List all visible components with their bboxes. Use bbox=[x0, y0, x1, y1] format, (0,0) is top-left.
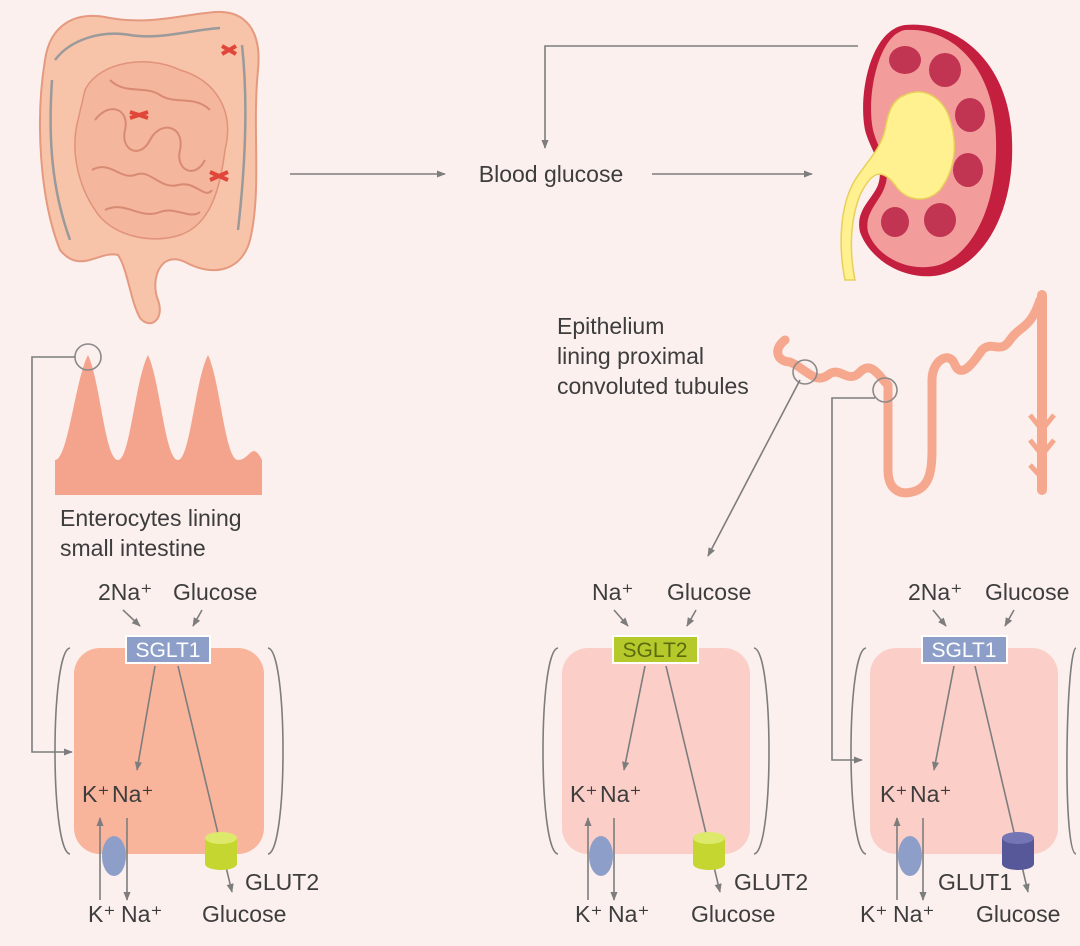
sglt1-transporter bbox=[125, 635, 211, 664]
intestine-caption-line1: Enterocytes lining bbox=[60, 505, 242, 531]
input-glucose: Glucose bbox=[985, 579, 1069, 605]
pump-k-bottom: K⁺ bbox=[860, 901, 887, 927]
output-glucose: Glucose bbox=[202, 901, 286, 927]
cell-body bbox=[562, 648, 750, 854]
kidney-caption-line1: Epithelium bbox=[557, 313, 664, 339]
input-sodium: 2Na⁺ bbox=[908, 579, 962, 605]
na-k-pump bbox=[102, 836, 126, 876]
arrow-villus-to-cell1 bbox=[31, 356, 75, 756]
transporter-label: SGLT1 bbox=[932, 639, 997, 662]
output-glucose: Glucose bbox=[691, 901, 775, 927]
sglt2-transporter bbox=[612, 635, 699, 664]
cell-body bbox=[74, 648, 264, 854]
exit-transporter-label: GLUT2 bbox=[245, 869, 319, 895]
output-glucose: Glucose bbox=[976, 901, 1060, 927]
pump-na-bottom: Na⁺ bbox=[121, 901, 163, 927]
arrow-kidney-to-blood bbox=[541, 45, 858, 149]
exit-transporter-label: GLUT2 bbox=[734, 869, 808, 895]
cell-proximal-tubule-sglt2: Na⁺ Glucose SGLT2 K⁺ Na⁺ GLUT2 K⁺ Na⁺ Gl… bbox=[542, 579, 808, 927]
transporter-label: SGLT1 bbox=[136, 639, 201, 662]
transporter-label: SGLT2 bbox=[623, 639, 688, 662]
pump-k-top: K⁺ bbox=[880, 781, 907, 807]
glut1-transporter bbox=[1002, 838, 1034, 870]
sglt1-transporter bbox=[921, 635, 1008, 664]
na-k-pump bbox=[589, 836, 613, 876]
pump-na-top: Na⁺ bbox=[600, 781, 642, 807]
glut2-transporter bbox=[205, 838, 237, 870]
pump-na-bottom: Na⁺ bbox=[608, 901, 650, 927]
glut2-transporter bbox=[693, 838, 725, 870]
intestine-caption-line2: small intestine bbox=[60, 535, 206, 561]
blood-glucose-label: Blood glucose bbox=[479, 161, 624, 187]
pump-k-bottom: K⁺ bbox=[575, 901, 602, 927]
pump-na-top: Na⁺ bbox=[112, 781, 154, 807]
input-glucose: Glucose bbox=[667, 579, 751, 605]
pump-k-bottom: K⁺ bbox=[88, 901, 115, 927]
cell-proximal-tubule-sglt1: 2Na⁺ Glucose SGLT1 K⁺ Na⁺ GLUT1 K⁺ Na⁺ G… bbox=[850, 579, 1077, 927]
input-sodium: 2Na⁺ bbox=[98, 579, 152, 605]
kidney-illustration bbox=[840, 24, 1013, 281]
na-k-pump bbox=[898, 836, 922, 876]
pump-na-bottom: Na⁺ bbox=[893, 901, 935, 927]
exit-transporter-label: GLUT1 bbox=[938, 869, 1012, 895]
input-glucose: Glucose bbox=[173, 579, 257, 605]
nephron-tubule-illustration bbox=[773, 290, 1056, 498]
input-sodium: Na⁺ bbox=[592, 579, 634, 605]
arrow-tubule-to-cell2 bbox=[707, 379, 801, 557]
pump-na-top: Na⁺ bbox=[910, 781, 952, 807]
pump-k-top: K⁺ bbox=[570, 781, 597, 807]
pump-k-top: K⁺ bbox=[82, 781, 109, 807]
villi-illustration bbox=[55, 343, 262, 495]
kidney-caption-line2: lining proximal bbox=[557, 343, 704, 369]
cell-body bbox=[870, 648, 1058, 854]
cell-enterocyte: 2Na⁺ Glucose SGLT1 K⁺ Na⁺ GLUT2 K⁺ Na⁺ G… bbox=[54, 579, 319, 927]
intestine-illustration bbox=[39, 10, 260, 325]
kidney-caption-line3: convoluted tubules bbox=[557, 373, 749, 399]
arrow-tubule-to-cell3 bbox=[831, 397, 875, 764]
